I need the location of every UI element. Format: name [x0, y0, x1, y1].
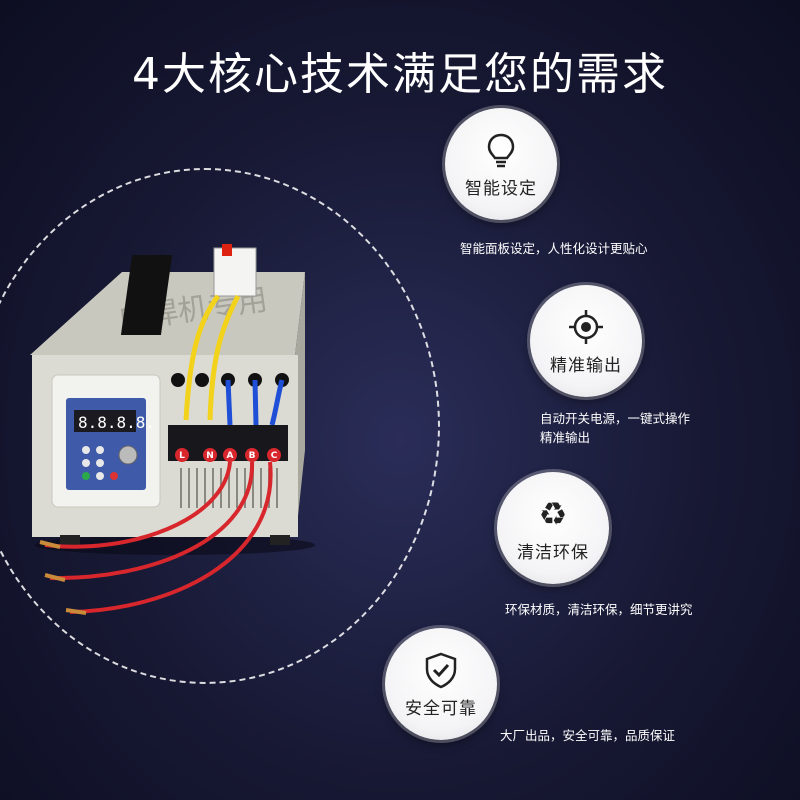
panel-display: 8.8.8.8.	[78, 413, 155, 432]
feature-title: 安全可靠	[405, 698, 477, 719]
terminal-label-B: B	[249, 451, 256, 461]
feature-description: 大厂出品，安全可靠，品质保证	[500, 728, 676, 743]
feature-title: 精准输出	[550, 355, 622, 376]
svg-text:♻: ♻	[539, 495, 568, 533]
recycle-icon: ♻	[539, 495, 568, 533]
feature-title: 清洁环保	[517, 542, 589, 563]
target-icon	[569, 309, 603, 344]
feature-circle-precise-output: 精准输出	[530, 285, 642, 397]
feature-description: 环保材质，清洁环保，细节更讲究	[505, 602, 693, 617]
terminal-label-N: N	[206, 451, 214, 461]
page-title: 4大核心技术满足您的需求	[132, 49, 668, 100]
terminal-label-A: A	[227, 451, 234, 461]
feature-circle-smart-setting: 智能设定	[445, 108, 557, 220]
terminal-label-L: L	[179, 451, 185, 461]
feature-title: 智能设定	[465, 178, 537, 199]
dashed-circle-frame	[0, 168, 440, 684]
shield-check-icon	[425, 652, 457, 688]
feature-description: 自动开关电源，一键式操作 精准输出	[540, 411, 691, 445]
feature-circle-clean-eco: ♻ 清洁环保	[497, 472, 609, 584]
feature-circle-safe-reliable: 安全可靠	[385, 628, 497, 740]
feature-description: 智能面板设定，人性化设计更贴心	[460, 241, 648, 256]
lightbulb-icon	[487, 133, 515, 167]
terminal-label-C: C	[271, 451, 278, 461]
